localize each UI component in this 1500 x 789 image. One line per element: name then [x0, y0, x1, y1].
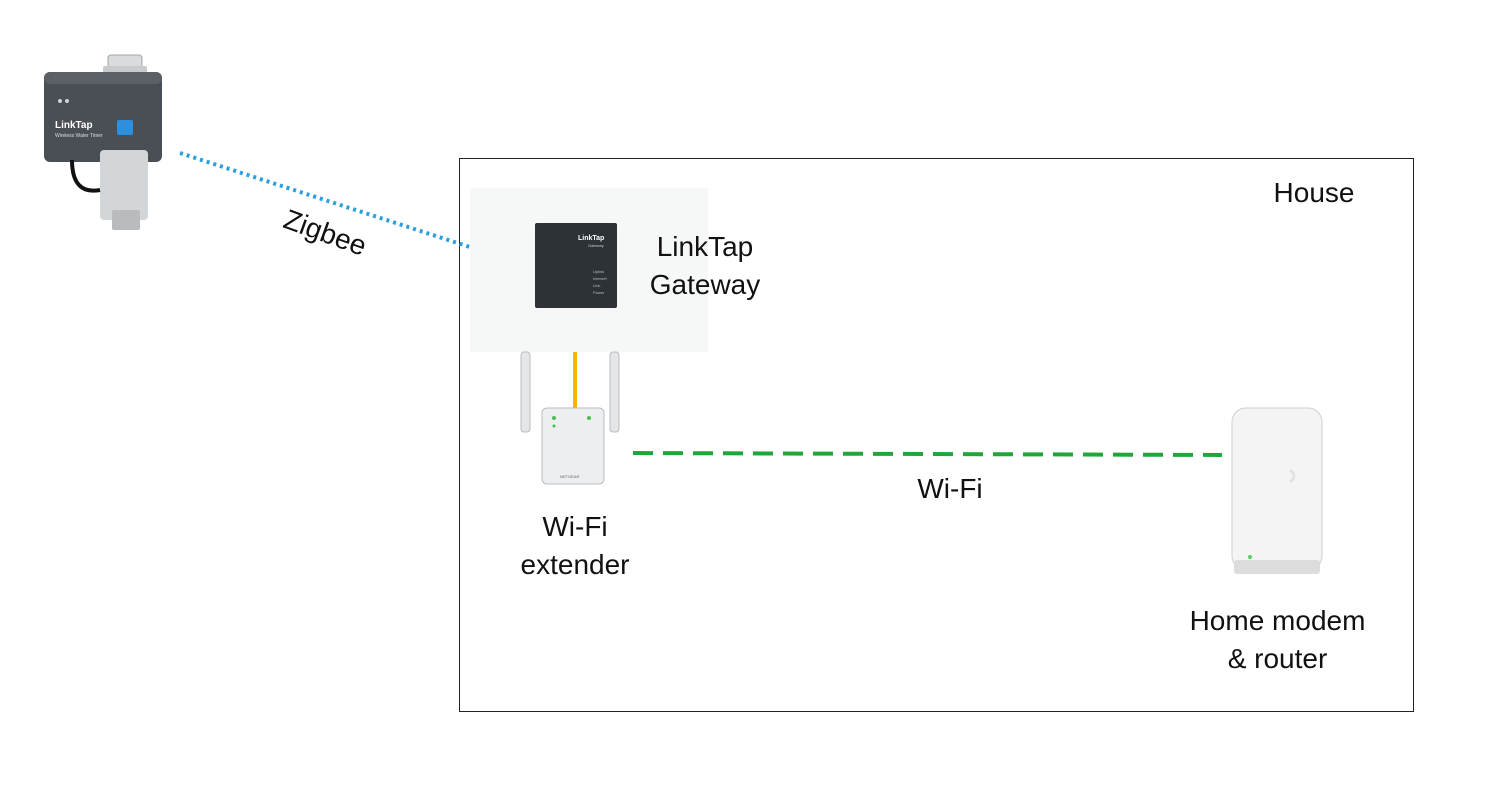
zigbee-link	[179, 151, 517, 264]
gateway-led-uplink: Uplink	[593, 269, 604, 274]
router-label-line-2: & router	[1227, 643, 1328, 674]
gateway-label-line-1: LinkTap	[656, 231, 754, 262]
gateway-label: LinkTap Gateway	[630, 228, 780, 304]
router-device	[1231, 407, 1323, 574]
extender-label: Wi-Fi extender	[505, 508, 645, 584]
router-label-line-1: Home modem	[1189, 605, 1366, 636]
water-timer-device: LinkTap Wireless Water Timer	[44, 54, 162, 230]
house-boundary	[459, 158, 1414, 712]
extender-brand-text: NETGEAR	[560, 474, 579, 479]
gateway-device: LinkTap Gateway Uplink Internet Link Pow…	[470, 188, 708, 352]
router-label: Home modem & router	[1170, 602, 1385, 678]
wifi-label: Wi-Fi	[890, 470, 1010, 508]
wifi-label-text: Wi-Fi	[917, 473, 983, 504]
timer-brand-text: LinkTap	[55, 120, 93, 131]
gateway-led-power: Power	[593, 290, 605, 295]
extender-label-line-2: extender	[520, 549, 630, 580]
gateway-brand-text: LinkTap	[578, 235, 604, 242]
timer-model-text: Wireless Water Timer	[55, 133, 103, 139]
gateway-sub-text: Gateway	[588, 243, 604, 248]
extender-label-line-1: Wi-Fi	[542, 511, 608, 542]
wifi-extender-device: NETGEAR	[520, 351, 620, 485]
wifi-link	[632, 451, 1223, 457]
house-label-text: House	[1273, 177, 1355, 208]
gateway-label-line-2: Gateway	[649, 269, 761, 300]
house-label: House	[1254, 174, 1374, 212]
gateway-led-internet: Internet	[593, 276, 607, 281]
gateway-led-link: Link	[593, 283, 600, 288]
